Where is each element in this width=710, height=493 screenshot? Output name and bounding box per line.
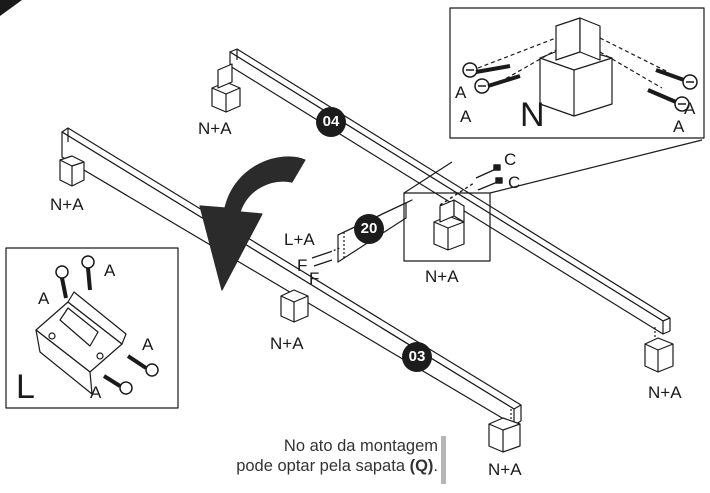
callout-line-2 <box>489 139 703 194</box>
detail-n-a1: A <box>455 83 467 102</box>
foot-mid <box>280 289 309 323</box>
foot-bottom <box>488 417 521 453</box>
badge-04: 04 <box>316 107 346 137</box>
label-n-a-bottom: N+A <box>488 460 522 479</box>
detail-l-drawing <box>35 291 127 395</box>
foot-top <box>211 63 241 113</box>
detail-n-drawing <box>477 17 669 117</box>
foot-center <box>433 199 465 251</box>
label-n-a-center: N+A <box>425 267 459 286</box>
note-line-2: pode optar pela sapata (Q). <box>236 456 438 476</box>
screws-f <box>311 247 341 267</box>
screws-c <box>439 164 503 206</box>
note-line-2-suffix: . <box>433 457 438 475</box>
assembly-note: No ato da montagem pode optar pela sapat… <box>236 436 438 476</box>
badge-03: 03 <box>402 342 432 372</box>
detail-l-a3: A <box>142 335 154 354</box>
beam-03 <box>61 127 522 428</box>
note-line-2-bold: (Q) <box>409 457 434 475</box>
label-n-a-right: N+A <box>648 383 682 402</box>
detail-l-a2: A <box>104 261 116 280</box>
note-line-1: No ato da montagem <box>283 437 438 455</box>
detail-l-letter: L <box>16 368 35 406</box>
label-c1: C <box>504 150 517 169</box>
detail-l-screws <box>55 255 159 395</box>
foot-left <box>59 155 85 187</box>
note-bar <box>441 436 446 484</box>
focus-box <box>403 192 491 262</box>
label-f1: F <box>297 256 308 275</box>
detail-n-screws <box>462 62 698 112</box>
label-f2: F <box>309 269 320 288</box>
foot-right <box>644 337 674 373</box>
badge-20: 20 <box>354 214 384 244</box>
note-line-2-prefix: pode optar pela sapata <box>236 457 410 475</box>
detail-n-a3: A <box>684 99 696 118</box>
detail-n-a2: A <box>460 107 472 126</box>
detail-l-a1: A <box>38 289 50 308</box>
label-n-a-left: N+A <box>50 195 84 214</box>
corner-mark <box>0 0 22 16</box>
detail-l-a4: A <box>90 383 102 402</box>
callout-line-1 <box>403 161 453 194</box>
label-n-a-top: N+A <box>198 119 232 138</box>
detail-n-letter: N <box>520 96 545 134</box>
label-n-a-mid: N+A <box>270 334 304 353</box>
rotation-arrow <box>199 156 306 291</box>
detail-n-a4: A <box>673 117 685 136</box>
label-c2: C <box>508 173 521 192</box>
label-l-a: L+A <box>284 230 315 249</box>
